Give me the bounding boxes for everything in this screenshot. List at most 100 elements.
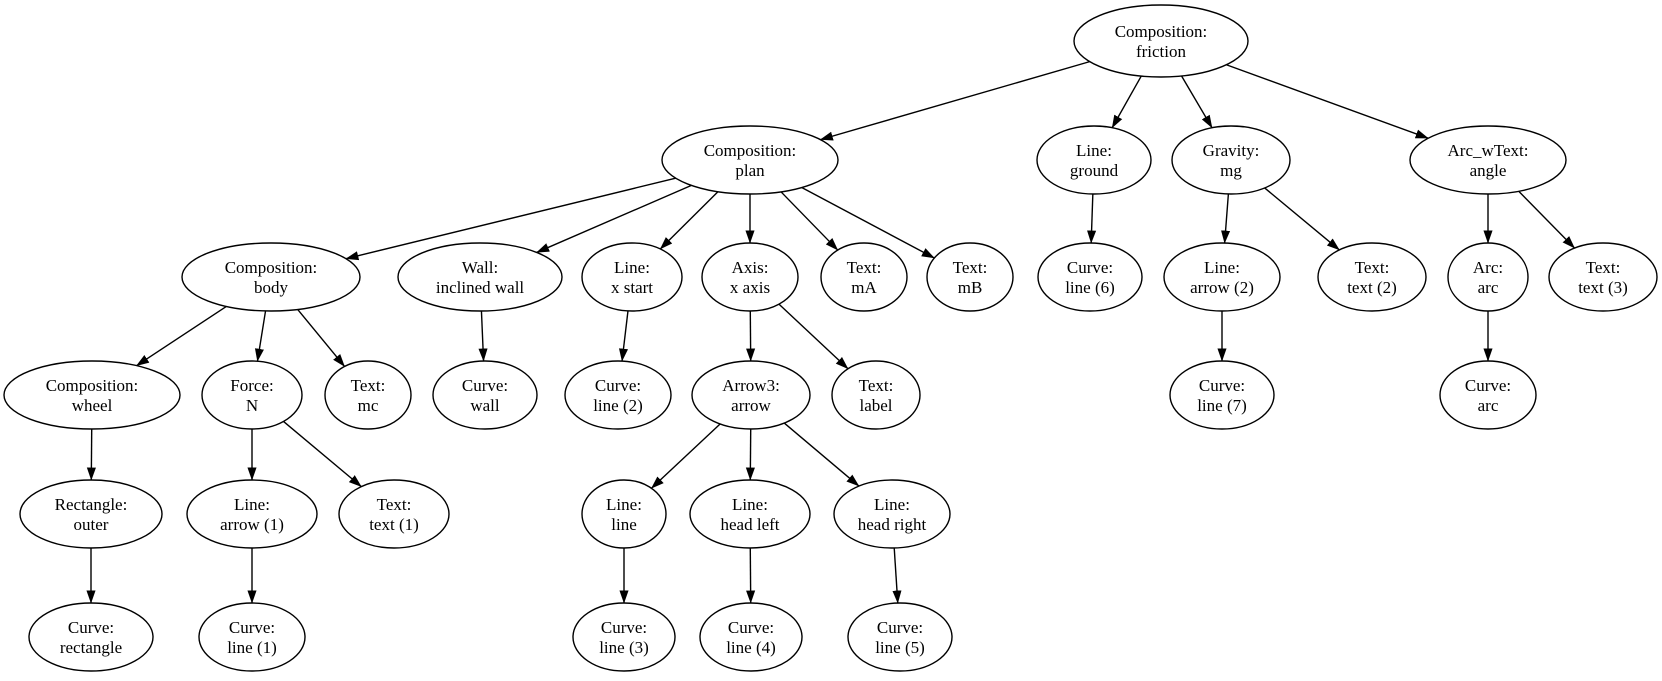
- edge-body-to-N: [254, 310, 267, 362]
- node-label-label-line1: Text:: [859, 376, 894, 395]
- graph-node-N: Force:N: [201, 360, 303, 430]
- node-ellipse-mg: [1171, 125, 1291, 195]
- node-label-inclined_wall-line2: inclined wall: [436, 278, 525, 297]
- node-ellipse-label: [831, 360, 921, 430]
- node-label-arrow3-line2: arrow: [731, 396, 771, 415]
- graph-node-line6: Curve:line (6): [1037, 242, 1143, 312]
- graph-node-arrow3: Arrow3:arrow: [691, 360, 811, 430]
- node-ellipse-wall_curve: [432, 360, 538, 430]
- node-label-text3-line1: Text:: [1586, 258, 1621, 277]
- node-label-friction-line1: Composition:: [1115, 22, 1208, 41]
- graph-node-head_right: Line:head right: [833, 479, 951, 549]
- node-label-rectangle-line2: rectangle: [60, 638, 122, 657]
- node-label-line5-line2: line (5): [875, 638, 925, 657]
- node-label-line3-line1: Curve:: [601, 618, 647, 637]
- node-ellipse-wheel: [3, 360, 181, 430]
- node-label-line_node-line1: Line:: [606, 495, 642, 514]
- node-label-friction-line2: friction: [1136, 42, 1187, 61]
- node-ellipse-arc_curve: [1439, 360, 1537, 430]
- node-ellipse-body: [181, 242, 361, 312]
- graph-node-ground: Line:ground: [1036, 125, 1152, 195]
- node-label-outer-line1: Rectangle:: [55, 495, 128, 514]
- edge-friction-to-plan: [819, 60, 1090, 141]
- node-label-ground-line1: Line:: [1076, 141, 1112, 160]
- node-label-arrow1-line1: Line:: [234, 495, 270, 514]
- node-label-head_right-line2: head right: [858, 515, 927, 534]
- node-ellipse-N: [201, 360, 303, 430]
- node-label-line3-line2: line (3): [599, 638, 649, 657]
- node-label-line1-line1: Curve:: [229, 618, 275, 637]
- graph-node-x_axis: Axis:x axis: [701, 242, 799, 312]
- graph-node-line5: Curve:line (5): [847, 602, 953, 672]
- graph-node-text1: Text:text (1): [338, 479, 450, 549]
- node-ellipse-line6: [1037, 242, 1143, 312]
- edge-x_start-to-line2: [618, 310, 629, 362]
- node-ellipse-rectangle: [28, 602, 154, 672]
- node-ellipse-plan: [661, 125, 839, 195]
- edge-ground-to-line6: [1087, 193, 1097, 244]
- node-label-mB-line2: mB: [958, 278, 983, 297]
- node-ellipse-arrow3: [691, 360, 811, 430]
- edge-mg-to-arrow2: [1221, 193, 1231, 244]
- node-label-N-line2: N: [246, 396, 258, 415]
- node-label-x_start-line2: x start: [611, 278, 653, 297]
- node-label-text1-line2: text (1): [369, 515, 419, 534]
- node-ellipse-line4: [699, 602, 803, 672]
- node-ellipse-text3: [1548, 242, 1658, 312]
- node-ellipse-friction: [1073, 4, 1249, 78]
- edge-friction-to-ground: [1111, 75, 1142, 129]
- node-label-mg-line1: Gravity:: [1203, 141, 1260, 160]
- graph-node-line4: Curve:line (4): [699, 602, 803, 672]
- node-label-arrow3-line1: Arrow3:: [722, 376, 780, 395]
- edge-plan-to-mB: [801, 186, 935, 259]
- node-ellipse-mA: [820, 242, 908, 312]
- edge-mg-to-text2: [1264, 187, 1340, 251]
- node-ellipse-line1: [198, 602, 306, 672]
- node-label-text1-line1: Text:: [377, 495, 412, 514]
- node-label-rectangle-line1: Curve:: [68, 618, 114, 637]
- node-label-text2-line2: text (2): [1347, 278, 1397, 297]
- graph-node-arc: Arc:arc: [1447, 242, 1529, 312]
- edge-friction-to-mg: [1180, 75, 1213, 129]
- node-ellipse-line7: [1169, 360, 1275, 430]
- graph-node-label: Text:label: [831, 360, 921, 430]
- graph-node-wall_curve: Curve:wall: [432, 360, 538, 430]
- node-label-label-line2: label: [859, 396, 892, 415]
- node-label-mg-line2: mg: [1220, 161, 1242, 180]
- node-label-outer-line2: outer: [74, 515, 109, 534]
- graph-node-line_node: Line:line: [581, 479, 667, 549]
- node-label-line_node-line2: line: [611, 515, 637, 534]
- graph-node-mB: Text:mB: [926, 242, 1014, 312]
- node-label-line1-line2: line (1): [227, 638, 277, 657]
- graph-node-outer: Rectangle:outer: [19, 479, 163, 549]
- graph-node-inclined_wall: Wall:inclined wall: [397, 242, 563, 312]
- node-label-plan-line2: plan: [735, 161, 765, 180]
- graph-node-angle: Arc_wText:angle: [1409, 125, 1567, 195]
- node-label-x_axis-line2: x axis: [730, 278, 770, 297]
- edge-friction-to-angle: [1226, 64, 1429, 139]
- graph-node-text2: Text:text (2): [1317, 242, 1427, 312]
- edge-arrow3-to-head_right: [783, 422, 860, 487]
- edge-x_axis-to-label: [778, 303, 849, 370]
- graph-node-arrow1: Line:arrow (1): [186, 479, 318, 549]
- node-label-wall_curve-line1: Curve:: [462, 376, 508, 395]
- node-ellipse-line5: [847, 602, 953, 672]
- node-label-arc-line1: Arc:: [1473, 258, 1503, 277]
- edge-body-to-wheel: [136, 305, 227, 367]
- edge-plan-to-inclined_wall: [536, 184, 692, 254]
- edge-arrow3-to-line_node: [650, 423, 721, 489]
- node-ellipse-arc: [1447, 242, 1529, 312]
- graph-node-friction: Composition:friction: [1073, 4, 1249, 78]
- node-label-arrow2-line1: Line:: [1204, 258, 1240, 277]
- node-label-text2-line1: Text:: [1355, 258, 1390, 277]
- edge-head_right-to-line5: [892, 547, 902, 604]
- edge-plan-to-x_start: [659, 191, 719, 250]
- node-label-body-line1: Composition:: [225, 258, 318, 277]
- node-label-x_axis-line1: Axis:: [732, 258, 769, 277]
- edge-body-to-mc: [297, 308, 346, 367]
- graph-node-plan: Composition:plan: [661, 125, 839, 195]
- node-ellipse-arrow2: [1163, 242, 1281, 312]
- node-label-head_left-line1: Line:: [732, 495, 768, 514]
- node-label-plan-line1: Composition:: [704, 141, 797, 160]
